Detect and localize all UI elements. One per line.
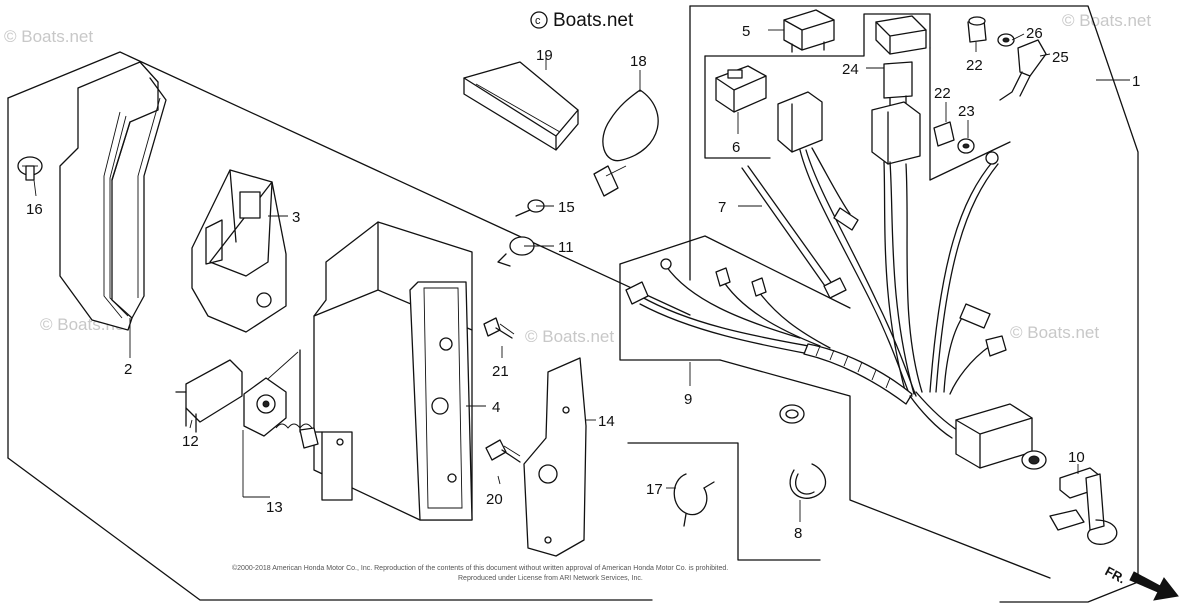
part-22-nut-top bbox=[967, 16, 987, 43]
part-label-12: 12 bbox=[182, 433, 199, 450]
copyright-line-1: ©2000-2018 American Honda Motor Co., Inc… bbox=[232, 564, 728, 572]
part-label-22-top: 22 bbox=[966, 57, 983, 74]
part-label-2: 2 bbox=[124, 361, 132, 378]
part-label-3: 3 bbox=[292, 209, 300, 226]
direction-label: FR. bbox=[1103, 563, 1129, 586]
copyright-line-2: Reproduced under License from ARI Networ… bbox=[458, 575, 643, 582]
part-9-harness bbox=[625, 147, 1007, 439]
watermark: © Boats.net bbox=[4, 27, 93, 46]
leader-lines bbox=[33, 29, 1130, 522]
part-13-knob bbox=[243, 377, 319, 449]
part-label-6: 6 bbox=[732, 139, 740, 156]
part-16-screw bbox=[17, 156, 43, 181]
part-21-bolt bbox=[483, 317, 515, 339]
watermark: © Boats.net bbox=[525, 327, 614, 346]
part-15-screw bbox=[515, 199, 545, 217]
part-6-holder bbox=[715, 65, 767, 113]
part-23-washer bbox=[957, 138, 975, 154]
part-14-plate bbox=[523, 357, 587, 557]
svg-text:c: c bbox=[535, 15, 541, 27]
part-label-25: 25 bbox=[1052, 49, 1069, 66]
copyright: ©2000-2018 American Honda Motor Co., Inc… bbox=[232, 564, 728, 582]
part-label-17: 17 bbox=[646, 481, 663, 498]
part-22-nut-lower bbox=[933, 121, 955, 147]
part-label-24: 24 bbox=[842, 61, 859, 78]
part-25-terminal bbox=[999, 39, 1047, 101]
part-7-rod bbox=[741, 165, 847, 299]
part-label-26: 26 bbox=[1026, 25, 1043, 42]
connector-left bbox=[777, 91, 823, 153]
part-12-switch bbox=[175, 359, 243, 433]
brand-logo: c Boats.net bbox=[530, 10, 634, 31]
part-label-4: 4 bbox=[492, 399, 500, 416]
part-label-18: 18 bbox=[630, 53, 647, 70]
connector-right bbox=[871, 101, 921, 165]
part-label-19: 19 bbox=[536, 47, 553, 64]
part-label-22-lower: 22 bbox=[934, 85, 951, 102]
watermark: © Boats.net bbox=[1010, 323, 1099, 342]
part-26-washer bbox=[997, 33, 1015, 47]
part-24-fuse bbox=[883, 61, 913, 107]
part-label-10: 10 bbox=[1068, 449, 1085, 466]
watermark: © Boats.net bbox=[1062, 11, 1151, 30]
part-label-16: 16 bbox=[26, 201, 43, 218]
part-4-control-box bbox=[299, 221, 473, 521]
part-label-15: 15 bbox=[558, 199, 575, 216]
part-20-bolt bbox=[485, 439, 521, 463]
brand-name: Boats.net bbox=[553, 10, 634, 31]
part-label-7: 7 bbox=[718, 199, 726, 216]
part-2-cover bbox=[59, 61, 167, 331]
arrow-icon bbox=[1129, 571, 1179, 601]
part-label-14: 14 bbox=[598, 413, 615, 430]
part-label-1: 1 bbox=[1132, 73, 1140, 90]
part-label-11: 11 bbox=[558, 239, 574, 256]
part-label-13: 13 bbox=[266, 499, 283, 516]
part-label-20: 20 bbox=[486, 491, 503, 508]
part-label-21: 21 bbox=[492, 363, 509, 380]
part-17-clip bbox=[673, 473, 715, 527]
part-8-clamp bbox=[789, 463, 827, 499]
part-labels: 1 2 3 4 5 6 7 8 9 10 11 12 13 14 15 16 1… bbox=[26, 23, 1140, 542]
part-label-8: 8 bbox=[794, 525, 802, 542]
front-direction-indicator: FR. bbox=[1103, 563, 1179, 601]
part-3-bracket bbox=[191, 169, 287, 333]
part-fuse-cover bbox=[875, 15, 927, 55]
part-18-tie bbox=[593, 89, 659, 197]
part-10-key bbox=[955, 403, 1118, 545]
part-label-23: 23 bbox=[958, 103, 975, 120]
part-11-clip bbox=[497, 236, 535, 267]
part-8-grommet bbox=[779, 404, 805, 424]
part-label-5: 5 bbox=[742, 23, 750, 40]
part-label-9: 9 bbox=[684, 391, 692, 408]
part-19-pad bbox=[463, 61, 579, 151]
part-5-relay bbox=[783, 9, 835, 53]
